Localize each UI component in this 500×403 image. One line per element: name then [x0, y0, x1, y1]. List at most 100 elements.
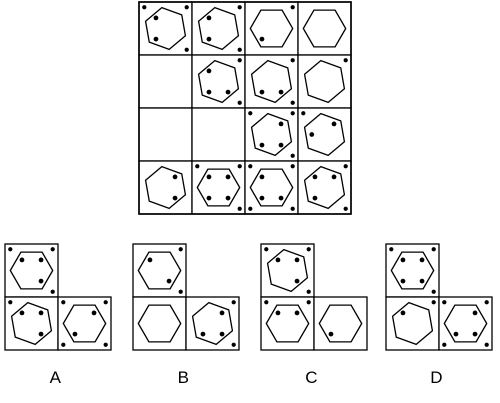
corner-dot — [290, 111, 295, 116]
option-d[interactable]: D — [385, 243, 493, 387]
inner-dot — [200, 331, 206, 337]
option-bottom-right-cell — [185, 296, 240, 351]
inner-dot — [309, 132, 315, 137]
option-bottom-left-cell — [385, 296, 440, 351]
cell-frame — [191, 107, 246, 162]
grid-cell — [138, 160, 193, 215]
inner-dot — [278, 195, 284, 201]
option-label: A — [50, 368, 62, 387]
corner-dot — [290, 5, 295, 10]
hexagon-shape — [318, 304, 363, 343]
inner-dot — [278, 142, 284, 148]
corner-dot — [484, 300, 489, 305]
option-c[interactable]: C — [260, 243, 368, 387]
inner-dot — [278, 121, 284, 127]
cell-frame — [438, 296, 493, 351]
option-bottom-left-cell — [4, 296, 59, 351]
hexagon-shape — [197, 6, 240, 51]
inner-dot — [166, 278, 172, 284]
corner-dot — [248, 164, 253, 169]
inner-dot — [206, 36, 212, 42]
hexagon-shape — [303, 59, 346, 104]
option-top-cell — [385, 243, 440, 298]
hexagon-shape — [196, 168, 241, 207]
inner-dot — [294, 278, 300, 284]
option-bottom-right-cell — [438, 296, 493, 351]
option-top-cell — [260, 243, 315, 298]
option-top-cell — [4, 243, 59, 298]
inner-dot — [172, 195, 178, 201]
answer-options: A B C D — [4, 243, 493, 387]
grid-cell-empty — [191, 107, 246, 162]
inner-dot — [259, 195, 265, 201]
corner-dot — [290, 164, 295, 169]
cell-frame — [385, 296, 440, 351]
cell-frame — [297, 54, 352, 109]
inner-dot — [312, 174, 318, 180]
grid-border — [138, 1, 352, 215]
cell-frame — [57, 296, 112, 351]
corner-dot — [264, 300, 269, 305]
inner-dot — [400, 278, 406, 284]
inner-dot — [331, 121, 337, 127]
corner-dot — [50, 289, 55, 294]
hexagon-shape — [10, 301, 53, 346]
hexagon-shape — [266, 248, 309, 293]
corner-dot — [237, 206, 242, 211]
cell-frame — [244, 160, 299, 215]
grid-cell — [297, 160, 352, 215]
grid-cell — [138, 1, 193, 56]
cell-frame — [260, 296, 315, 351]
inner-dot — [38, 278, 44, 284]
corner-dot — [237, 58, 242, 63]
inner-dot — [91, 310, 97, 316]
corner-dot — [389, 247, 394, 252]
hexagon-shape — [250, 112, 293, 157]
inner-dot — [219, 331, 225, 337]
corner-dot — [248, 206, 253, 211]
hexagon-shape — [302, 9, 347, 48]
option-label: C — [305, 368, 317, 387]
corner-dot — [50, 247, 55, 252]
cell-frame — [313, 296, 368, 351]
corner-dot — [184, 5, 189, 10]
inner-dot — [275, 257, 281, 263]
inner-dot — [259, 174, 265, 180]
inner-dot — [453, 331, 459, 337]
option-bottom-right-cell — [57, 296, 112, 351]
hexagon-shape — [250, 59, 293, 104]
inner-dot — [206, 195, 212, 201]
corner-dot — [290, 206, 295, 211]
hexagon-shape — [249, 168, 294, 207]
corner-dot — [8, 300, 13, 305]
corner-dot — [237, 164, 242, 169]
option-label: D — [430, 368, 442, 387]
option-bottom-right-cell — [313, 296, 368, 351]
hexagon-shape — [303, 165, 346, 210]
inner-dot — [328, 331, 334, 337]
option-b[interactable]: B — [132, 243, 240, 387]
corner-dot — [142, 5, 147, 10]
grid-cell — [297, 54, 352, 109]
hexagon-shape — [303, 112, 346, 157]
inner-dot — [225, 89, 231, 95]
hexagon-shape — [391, 301, 434, 346]
inner-dot — [259, 142, 265, 148]
inner-dot — [259, 89, 265, 95]
inner-dot — [19, 257, 25, 263]
corner-dot — [431, 289, 436, 294]
option-a[interactable]: A — [4, 243, 112, 387]
inner-dot — [153, 15, 159, 21]
corner-dot — [178, 289, 183, 294]
hexagon-shape — [197, 59, 240, 104]
inner-dot — [278, 89, 284, 95]
hexagon-shape — [249, 9, 294, 48]
corner-dot — [103, 300, 108, 305]
hexagon-shape — [137, 251, 182, 290]
option-label: B — [178, 368, 189, 387]
cell-frame — [4, 243, 59, 298]
hexagon-shape — [265, 304, 310, 343]
cell-frame — [385, 243, 440, 298]
cell-frame — [244, 1, 299, 56]
corner-dot — [103, 342, 108, 347]
